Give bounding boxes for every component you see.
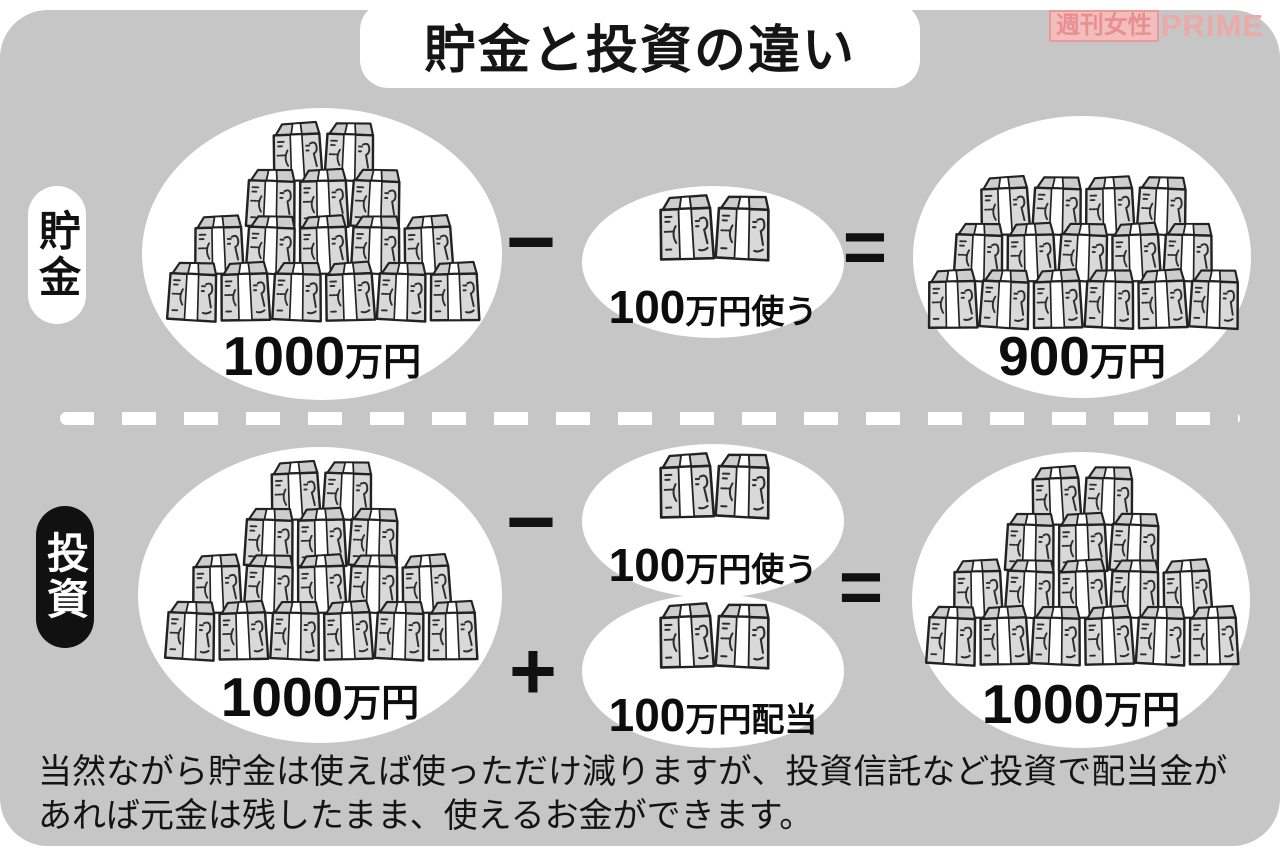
investment-result-amount: 1000万円 (981, 673, 1181, 735)
money-stack-flat-top-icon (926, 174, 1241, 331)
dashed-divider (60, 412, 1240, 425)
equals-operator: = (838, 545, 884, 630)
infographic-card: 貯金 投資 1000万円 − 100万円使う = 900万円 1000万円 − … (0, 10, 1280, 846)
money-bundle-icon (657, 451, 772, 520)
savings-result-amount: 900万円 (998, 325, 1166, 387)
savings-spend-bubble: 100万円使う (582, 186, 844, 338)
equals-operator: = (842, 205, 888, 290)
money-stack-icon (163, 459, 479, 662)
caption-line-2: あれば元金は残したまま、使えるお金ができます。 (38, 797, 814, 836)
investment-dividend-amount: 100万円配当 (608, 689, 818, 741)
investment-result-bubble: 1000万円 (912, 452, 1250, 748)
watermark-boxed-text: 週刊女性 (1048, 9, 1159, 43)
caption-line-1: 当然ながら貯金は使えば使っただけ減りますが、投資信託など投資で配当金が (38, 753, 1228, 791)
investment-spend-amount: 100万円使う (608, 539, 818, 591)
plus-operator: + (509, 626, 557, 717)
watermark-plain-text: PRIME (1160, 8, 1264, 43)
investment-initial-bubble: 1000万円 (138, 447, 502, 743)
money-bundle-icon (657, 601, 772, 670)
site-watermark: 週刊女性 PRIME (1048, 8, 1264, 44)
investment-row-label: 投資 (36, 506, 94, 648)
savings-initial-bubble: 1000万円 (142, 108, 502, 400)
investment-spend-bubble: 100万円使う (582, 444, 844, 598)
money-stack-icon (165, 120, 481, 323)
investment-dividend-bubble: 100万円配当 (582, 594, 844, 748)
minus-operator: − (505, 194, 557, 290)
money-bundle-icon (657, 193, 772, 262)
minus-operator: − (505, 474, 557, 570)
savings-result-bubble: 900万円 (913, 116, 1251, 398)
page-title: 貯金と投資の違い (423, 21, 856, 80)
money-stack-icon (924, 464, 1240, 667)
savings-spend-amount: 100万円使う (608, 281, 818, 333)
caption-text: 当然ながら貯金は使えば使っただけ減りますが、投資信託など投資で配当金が あれば元… (38, 750, 1253, 838)
savings-row-label: 貯金 (28, 186, 86, 324)
investment-initial-amount: 1000万円 (220, 666, 420, 728)
savings-initial-amount: 1000万円 (222, 325, 422, 387)
title-box: 貯金と投資の違い (360, 2, 920, 88)
